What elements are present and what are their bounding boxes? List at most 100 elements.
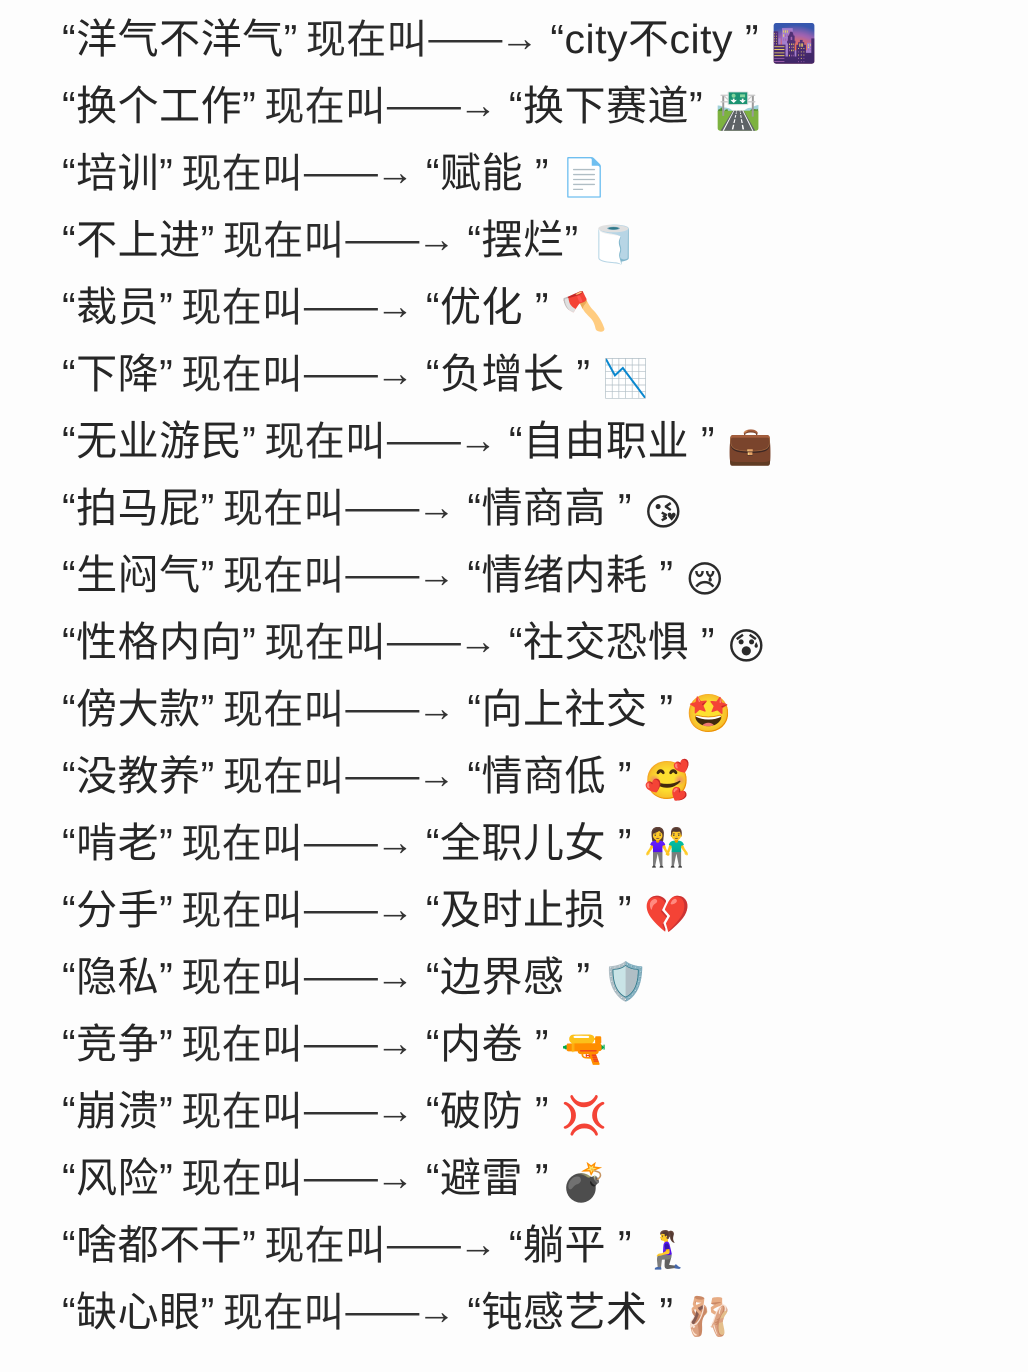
- old-term: “下降”: [62, 351, 174, 397]
- axe-emoji: 🪓: [561, 290, 608, 333]
- transition-verb: 现在叫: [222, 1291, 345, 1335]
- old-term: “隐私”: [62, 954, 174, 1000]
- page-facing-up-emoji: 📄: [561, 156, 608, 199]
- arrow-icon: ——→: [386, 85, 497, 127]
- euphemism-row: “缺心眼”现在叫——→ “钝感艺术 ” 🩰: [0, 1279, 1028, 1346]
- transition-verb: 现在叫: [305, 18, 428, 62]
- crying-face-emoji: 😢: [685, 558, 725, 601]
- new-term: “破防 ”: [425, 1088, 550, 1134]
- euphemism-row: “下降”现在叫——→ “负增长 ” 📉: [0, 341, 1028, 408]
- transition-verb: 现在叫: [181, 956, 303, 1000]
- euphemism-row: “性格内向”现在叫——→“社交恐惧 ”😰: [0, 609, 1028, 676]
- old-term: “不上进”: [62, 217, 215, 263]
- water-pistol-emoji: 🔫: [561, 1027, 608, 1070]
- arrow-icon: ——→: [386, 621, 497, 663]
- smiling-face-with-hearts-emoji: 🥰: [644, 759, 691, 802]
- old-term: “没教养”: [62, 753, 215, 799]
- chart-decreasing-emoji: 📉: [602, 357, 650, 400]
- euphemism-row: “啥都不干”现在叫——→“躺平 ”🧎‍♀️: [0, 1212, 1028, 1279]
- transition-verb: 现在叫: [181, 822, 303, 866]
- new-term: “边界感 ”: [425, 954, 591, 1000]
- arrow-icon: ——→: [345, 219, 455, 261]
- euphemism-row: “无业游民”现在叫——→“自由职业 ”💼: [0, 408, 1028, 475]
- old-term: “崩溃”: [62, 1088, 174, 1134]
- euphemism-row: “裁员”现在叫——→“优化 ”🪓: [0, 274, 1028, 341]
- transition-verb: 现在叫: [181, 1090, 303, 1134]
- anger-symbol-emoji: 💢: [561, 1094, 608, 1137]
- arrow-icon: ——→: [345, 487, 455, 529]
- arrow-icon: ——→: [303, 353, 414, 395]
- new-term: “情商低 ”: [467, 753, 633, 799]
- transition-verb: 现在叫: [222, 554, 345, 598]
- new-term: “钝感艺术 ”: [467, 1289, 674, 1335]
- arrow-icon: ——→: [303, 1023, 414, 1065]
- euphemism-row: “洋气不洋气”现在叫——→“city不city ”🌆: [0, 6, 1028, 73]
- new-term: “情绪内耗 ”: [467, 552, 674, 598]
- old-term: “分手”: [62, 887, 174, 933]
- transition-verb: 现在叫: [264, 420, 386, 464]
- euphemism-row: “傍大款”现在叫——→“向上社交 ”🤩: [0, 676, 1028, 743]
- woman-and-man-holding-hands-emoji: 👫: [644, 826, 691, 869]
- old-term: “啃老”: [62, 820, 174, 866]
- arrow-icon: ——→: [345, 554, 455, 596]
- transition-verb: 现在叫: [222, 487, 345, 531]
- euphemism-row: “拍马屁”现在叫——→“情商高 ”😘: [0, 475, 1028, 542]
- euphemism-row: “崩溃”现在叫——→ “破防 ” 💢: [0, 1078, 1028, 1145]
- old-term: “无业游民”: [62, 418, 257, 464]
- transition-verb: 现在叫: [222, 755, 345, 799]
- transition-verb: 现在叫: [264, 621, 386, 665]
- euphemism-row: “培训”现在叫——→“赋能 ”📄: [0, 140, 1028, 207]
- old-term: “竞争”: [62, 1021, 174, 1067]
- transition-verb: 现在叫: [181, 353, 303, 397]
- arrow-icon: ——→: [303, 1090, 414, 1132]
- new-term: “向上社交 ”: [467, 686, 674, 732]
- transition-verb: 现在叫: [264, 1224, 386, 1268]
- old-term: “培训”: [62, 150, 174, 196]
- transition-verb: 现在叫: [181, 152, 303, 196]
- transition-verb: 现在叫: [181, 1023, 303, 1067]
- old-term: “风险”: [62, 1155, 174, 1201]
- new-term: “全职儿女 ”: [425, 820, 633, 866]
- briefcase-emoji: 💼: [727, 424, 774, 467]
- euphemism-row: “不上进”现在叫——→ “摆烂” 🧻: [0, 207, 1028, 274]
- transition-verb: 现在叫: [181, 286, 303, 330]
- arrow-icon: ——→: [303, 956, 414, 998]
- old-term: “生闷气”: [62, 552, 215, 598]
- old-term: “性格内向”: [62, 619, 257, 665]
- face-blowing-a-kiss-emoji: 😘: [644, 491, 684, 534]
- old-term: “裁员”: [62, 284, 174, 330]
- woman-kneeling-emoji: 🧎‍♀️: [644, 1228, 691, 1271]
- arrow-icon: ——→: [345, 1291, 455, 1333]
- arrow-icon: ——→: [303, 152, 414, 194]
- shield-emoji: 🛡️: [602, 960, 650, 1003]
- new-term: “避雷 ”: [425, 1155, 550, 1201]
- euphemism-row: “分手”现在叫——→“及时止损 ”💔: [0, 877, 1028, 944]
- old-term: “傍大款”: [62, 686, 215, 732]
- old-term: “缺心眼”: [62, 1289, 215, 1335]
- transition-verb: 现在叫: [222, 219, 345, 263]
- transition-verb: 现在叫: [222, 688, 345, 732]
- roll-of-paper-emoji: 🧻: [590, 223, 638, 266]
- euphemism-row: “啃老”现在叫——→“全职儿女 ”👫: [0, 810, 1028, 877]
- new-term: “及时止损 ”: [425, 887, 633, 933]
- new-term: “负增长 ”: [425, 351, 591, 397]
- broken-heart-emoji: 💔: [644, 893, 691, 936]
- new-term: “情商高 ”: [467, 485, 633, 531]
- bomb-emoji: 💣: [561, 1161, 608, 1204]
- euphemism-row: “换个工作”现在叫——→“换下赛道”🛣️: [0, 73, 1028, 140]
- old-term: “洋气不洋气”: [62, 16, 298, 62]
- new-term: “摆烂”: [467, 217, 579, 263]
- euphemism-row: “没教养”现在叫——→ “情商低 ” 🥰: [0, 743, 1028, 810]
- ballet-shoes-emoji: 🩰: [685, 1295, 733, 1338]
- motorway-emoji: 🛣️: [715, 89, 762, 132]
- arrow-icon: ——→: [345, 688, 455, 730]
- new-term: “换下赛道”: [508, 83, 704, 129]
- new-term: “city不city ”: [550, 16, 760, 62]
- anxious-face-with-sweat-emoji: 😰: [727, 625, 767, 668]
- old-term: “换个工作”: [62, 83, 257, 129]
- transition-verb: 现在叫: [181, 889, 303, 933]
- arrow-icon: ——→: [345, 755, 455, 797]
- euphemism-row: “竞争”现在叫——→“内卷 ”🔫: [0, 1011, 1028, 1078]
- old-term: “啥都不干”: [62, 1222, 257, 1268]
